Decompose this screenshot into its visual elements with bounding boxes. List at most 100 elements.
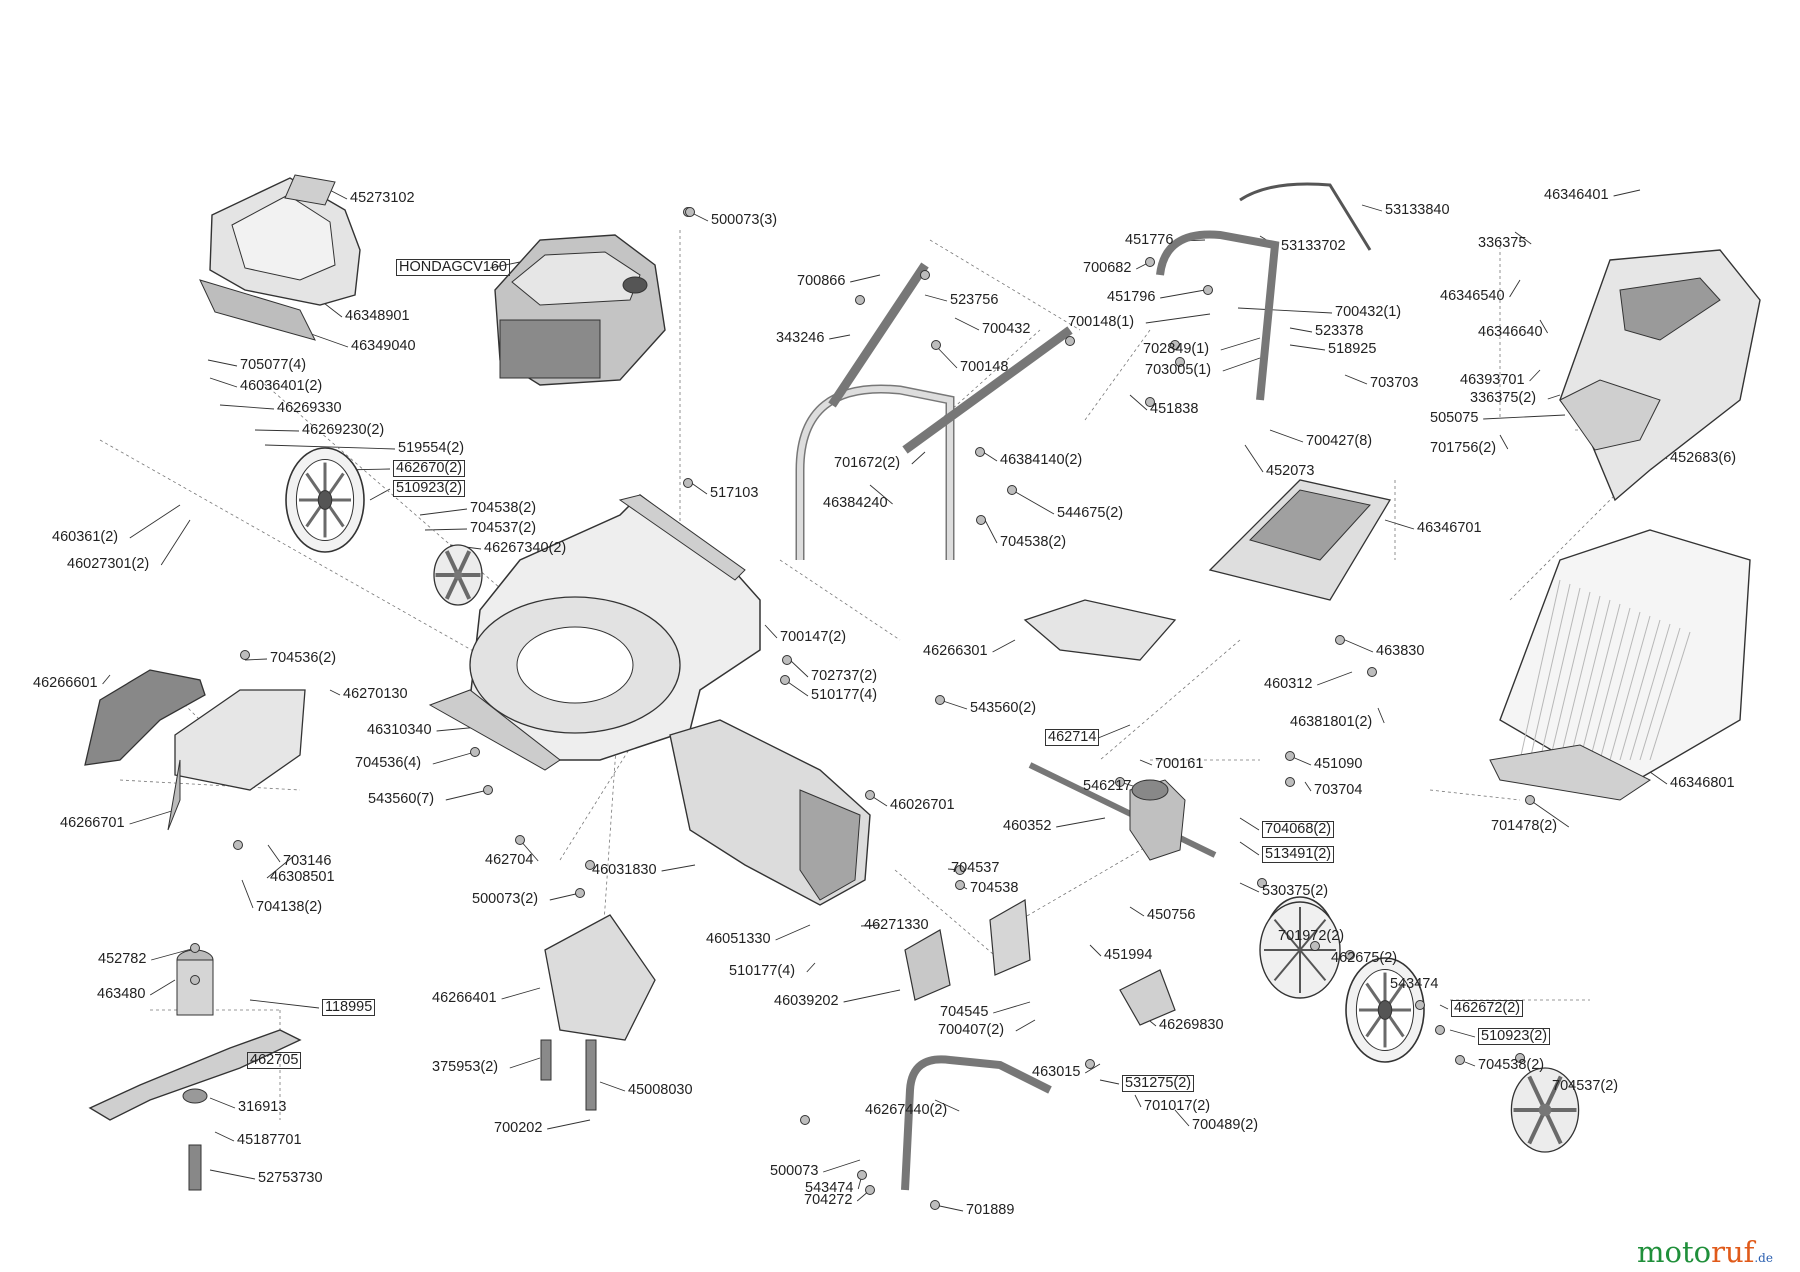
part-number-label[interactable]: 46384240 [823, 495, 888, 511]
part-number-label[interactable]: 705077(4) [240, 357, 307, 373]
part-number-label[interactable]: 53133702 [1281, 238, 1346, 254]
part-number-label[interactable]: 46349040 [351, 338, 416, 354]
part-number-label[interactable]: 513491(2) [1262, 846, 1335, 863]
part-number-label[interactable]: 451994 [1104, 947, 1153, 963]
part-number-label[interactable]: 46346701 [1417, 520, 1482, 536]
part-number-label[interactable]: 704538(2) [1478, 1057, 1545, 1073]
part-number-label[interactable]: 703703 [1370, 375, 1419, 391]
part-number-label[interactable]: 704138(2) [256, 899, 323, 915]
part-number-label[interactable]: 510177(4) [811, 687, 878, 703]
part-number-label[interactable]: 700148 [960, 359, 1009, 375]
part-number-label[interactable]: 45187701 [237, 1132, 302, 1148]
part-number-label[interactable]: 500073(3) [711, 212, 778, 228]
part-number-label[interactable]: 517103 [710, 485, 759, 501]
part-number-label[interactable]: 519554(2) [398, 440, 465, 456]
part-number-label[interactable]: 700148(1) [1068, 314, 1135, 330]
part-number-label[interactable]: 701756(2) [1430, 440, 1497, 456]
part-number-label[interactable]: 336375 [1478, 235, 1527, 251]
part-number-label[interactable]: 462670(2) [393, 460, 466, 477]
part-number-label[interactable]: 462705 [247, 1052, 302, 1069]
part-number-label[interactable]: HONDAGCV160 [396, 259, 510, 276]
part-number-label[interactable]: 703146 [283, 853, 332, 869]
part-number-label[interactable]: 46348901 [345, 308, 410, 324]
part-number-label[interactable]: 46027301(2) [67, 556, 150, 572]
part-number-label[interactable]: 46384140(2) [1000, 452, 1083, 468]
part-number-label[interactable]: 46269830 [1159, 1017, 1224, 1033]
part-number-label[interactable]: 46026701 [890, 797, 955, 813]
part-number-label[interactable]: 700432(1) [1335, 304, 1402, 320]
part-number-label[interactable]: 452782 [98, 951, 147, 967]
part-number-label[interactable]: 452683(6) [1670, 450, 1737, 466]
part-number-label[interactable]: 510923(2) [1478, 1028, 1551, 1045]
part-number-label[interactable]: 703005(1) [1145, 362, 1212, 378]
part-number-label[interactable]: 700432 [982, 321, 1031, 337]
part-number-label[interactable]: 46308501 [270, 869, 335, 885]
part-number-label[interactable]: 700407(2) [938, 1022, 1005, 1038]
part-number-label[interactable]: 704545 [940, 1004, 989, 1020]
part-number-label[interactable]: 543474 [1390, 976, 1439, 992]
part-number-label[interactable]: 510177(4) [729, 963, 796, 979]
part-number-label[interactable]: 451796 [1107, 289, 1156, 305]
part-number-label[interactable]: 375953(2) [432, 1059, 499, 1075]
part-number-label[interactable]: 46346801 [1670, 775, 1735, 791]
part-number-label[interactable]: 500073(2) [472, 891, 539, 907]
part-number-label[interactable]: 452073 [1266, 463, 1315, 479]
part-number-label[interactable]: 451090 [1314, 756, 1363, 772]
part-number-label[interactable]: 505075 [1430, 410, 1479, 426]
part-number-label[interactable]: 46267340(2) [484, 540, 567, 556]
part-number-label[interactable]: 118995 [322, 999, 376, 1016]
part-number-label[interactable]: 702849(1) [1143, 341, 1210, 357]
part-number-label[interactable]: 704068(2) [1262, 821, 1335, 838]
part-number-label[interactable]: 462704 [485, 852, 534, 868]
part-number-label[interactable]: 701478(2) [1491, 818, 1558, 834]
part-number-label[interactable]: 46270130 [343, 686, 408, 702]
part-number-label[interactable]: 700427(8) [1306, 433, 1373, 449]
part-number-label[interactable]: 46266701 [60, 815, 125, 831]
part-number-label[interactable]: 46267440(2) [865, 1102, 948, 1118]
part-number-label[interactable]: 704537 [951, 860, 1000, 876]
part-number-label[interactable]: 704538(2) [470, 500, 537, 516]
part-number-label[interactable]: 701972(2) [1278, 928, 1345, 944]
part-number-label[interactable]: 463015 [1032, 1064, 1081, 1080]
part-number-label[interactable]: 450756 [1147, 907, 1196, 923]
part-number-label[interactable]: 703704 [1314, 782, 1363, 798]
part-number-label[interactable]: 704537(2) [1552, 1078, 1619, 1094]
part-number-label[interactable]: 530375(2) [1262, 883, 1329, 899]
part-number-label[interactable]: 451776 [1125, 232, 1174, 248]
part-number-label[interactable]: 523378 [1315, 323, 1364, 339]
part-number-label[interactable]: 46036401(2) [240, 378, 323, 394]
part-number-label[interactable]: 343246 [776, 330, 825, 346]
part-number-label[interactable]: 46031830 [592, 862, 657, 878]
part-number-label[interactable]: 700161 [1155, 756, 1204, 772]
part-number-label[interactable]: 46310340 [367, 722, 432, 738]
part-number-label[interactable]: 700866 [797, 273, 846, 289]
part-number-label[interactable]: 700202 [494, 1120, 543, 1136]
part-number-label[interactable]: 543560(2) [970, 700, 1037, 716]
part-number-label[interactable]: 46269330 [277, 400, 342, 416]
part-number-label[interactable]: 543560(7) [368, 791, 435, 807]
part-number-label[interactable]: 46051330 [706, 931, 771, 947]
part-number-label[interactable]: 463480 [97, 986, 146, 1002]
part-number-label[interactable]: 701889 [966, 1202, 1015, 1218]
part-number-label[interactable]: 518925 [1328, 341, 1377, 357]
part-number-label[interactable]: 700682 [1083, 260, 1132, 276]
part-number-label[interactable]: 500073 [770, 1163, 819, 1179]
part-number-label[interactable]: 704537(2) [470, 520, 537, 536]
part-number-label[interactable]: 46266601 [33, 675, 98, 691]
part-number-label[interactable]: 544675(2) [1057, 505, 1124, 521]
part-number-label[interactable]: 46271330 [864, 917, 929, 933]
part-number-label[interactable]: 523756 [950, 292, 999, 308]
part-number-label[interactable]: 704536(4) [355, 755, 422, 771]
part-number-label[interactable]: 451838 [1150, 401, 1199, 417]
part-number-label[interactable]: 45008030 [628, 1082, 693, 1098]
part-number-label[interactable]: 510923(2) [393, 480, 466, 497]
part-number-label[interactable]: 701672(2) [834, 455, 901, 471]
part-number-label[interactable]: 702737(2) [811, 668, 878, 684]
part-number-label[interactable]: 46346540 [1440, 288, 1505, 304]
part-number-label[interactable]: 52753730 [258, 1170, 323, 1186]
part-number-label[interactable]: 46266301 [923, 643, 988, 659]
part-number-label[interactable]: 704538(2) [1000, 534, 1067, 550]
part-number-label[interactable]: 46346401 [1544, 187, 1609, 203]
part-number-label[interactable]: 531275(2) [1122, 1075, 1195, 1092]
part-number-label[interactable]: 543474 [805, 1180, 854, 1196]
